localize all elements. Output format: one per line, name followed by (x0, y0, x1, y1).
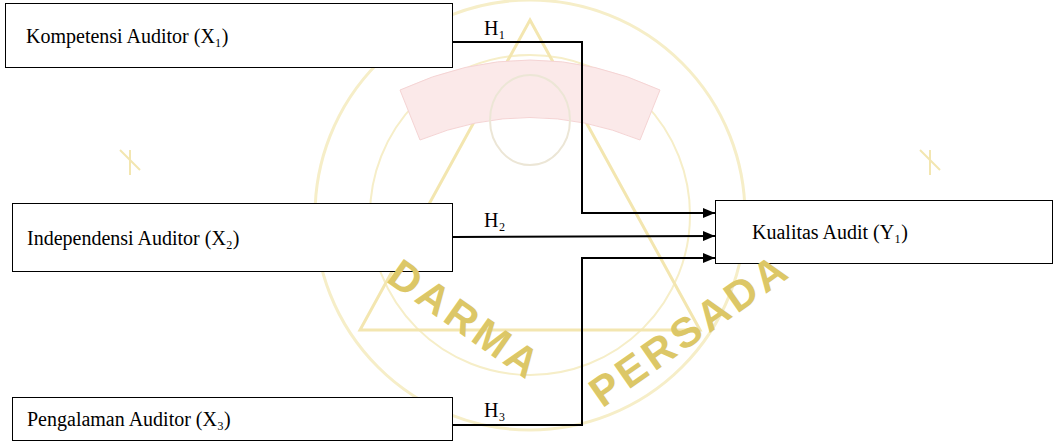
watermark-text: DARMA (379, 250, 551, 390)
independent-variable-box: Kompetensi Auditor (X₁) (5, 3, 453, 68)
hypothesis-arrow (453, 236, 715, 237)
hypothesis-label: H₂ (482, 208, 507, 232)
independent-variable-box: Pengalaman Auditor (X₃) (12, 397, 453, 441)
variable-name: Independensi Auditor (X₂) (27, 226, 239, 250)
hypothesis-label: H₁ (482, 16, 507, 40)
independent-variable-box: Independensi Auditor (X₂) (12, 203, 453, 272)
variable-name: Kompetensi Auditor (X₁) (26, 24, 229, 48)
hypothesis-arrow (453, 42, 715, 213)
hypothesis-label: H₃ (482, 398, 507, 422)
variable-name: Pengalaman Auditor (X₃) (27, 407, 231, 431)
variable-name: Kualitas Audit (Y₁) (752, 220, 908, 244)
